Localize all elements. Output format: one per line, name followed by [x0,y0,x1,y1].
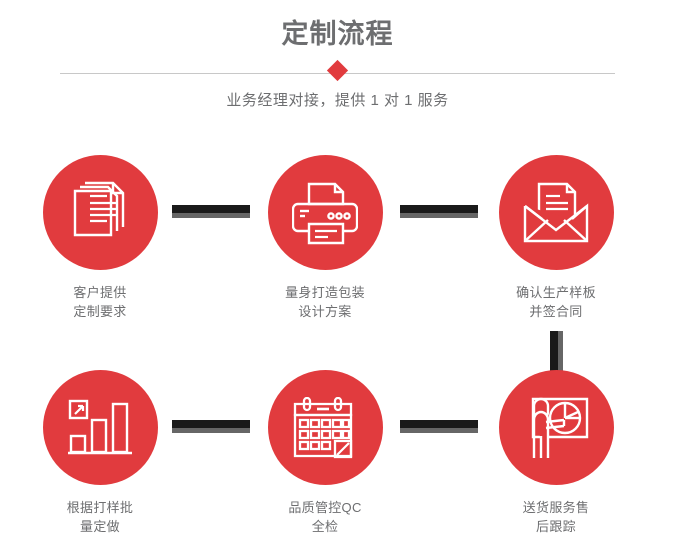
connector-bar [550,331,558,373]
connector-step5-step6 [400,420,478,433]
connector-step1-step2 [172,205,250,218]
connector-step2-step3 [400,205,478,218]
connector-bar [172,205,250,213]
header: 定制流程 业务经理对接，提供 1 对 1 服务 [0,0,675,130]
connector-shadow [400,213,478,218]
bar-chart-growth-icon [68,399,132,454]
connector-shadow [172,213,250,218]
flow-step-6-label: 送货服务售 后跟踪 [522,500,590,534]
connector-bar [172,420,250,428]
flow-step-1-label: 客户提供 定制要求 [73,285,127,319]
flow-step-2[interactable]: 量身打造包装 设计方案 [245,155,405,321]
connector-shadow [172,428,250,433]
page-title: 定制流程 [281,19,394,49]
connector-bar [400,205,478,213]
flow-step-1[interactable]: 客户提供 定制要求 [20,155,180,321]
flow-step-4[interactable]: 根据打样批 量定做 [20,370,180,536]
step-5-icon-circle[interactable] [267,370,383,485]
connector-shadow [558,331,563,373]
flow-step-6[interactable]: 送货服务售 后跟踪 [476,370,636,536]
envelope-document-icon [523,182,589,242]
connector-shadow [400,428,478,433]
presentation-pie-chart-icon [531,397,589,458]
step-6-icon-circle[interactable] [498,370,614,485]
flow-step-3-label: 确认生产样板 并签合同 [516,285,596,319]
printer-icon [292,182,358,244]
flow-step-4-label: 根据打样批 量定做 [66,500,134,534]
flow-step-5[interactable]: 品质管控QC 全检 [245,370,405,536]
flow-step-5-label: 品质管控QC 全检 [288,500,362,534]
connector-bar [400,420,478,428]
step-4-icon-circle[interactable] [42,370,158,485]
step-2-icon-circle[interactable] [267,155,383,270]
step-1-icon-circle[interactable] [42,155,158,270]
connector-step4-step5 [172,420,250,433]
flow-step-3[interactable]: 确认生产样板 并签合同 [476,155,636,321]
flow-step-2-label: 量身打造包装 设计方案 [285,285,365,319]
header-subtitle: 业务经理对接，提供 1 对 1 服务 [226,92,449,109]
documents-stack-icon [73,181,125,236]
connector-step3-step6 [550,331,563,373]
calendar-check-icon [293,396,353,458]
step-3-icon-circle[interactable] [498,155,614,270]
